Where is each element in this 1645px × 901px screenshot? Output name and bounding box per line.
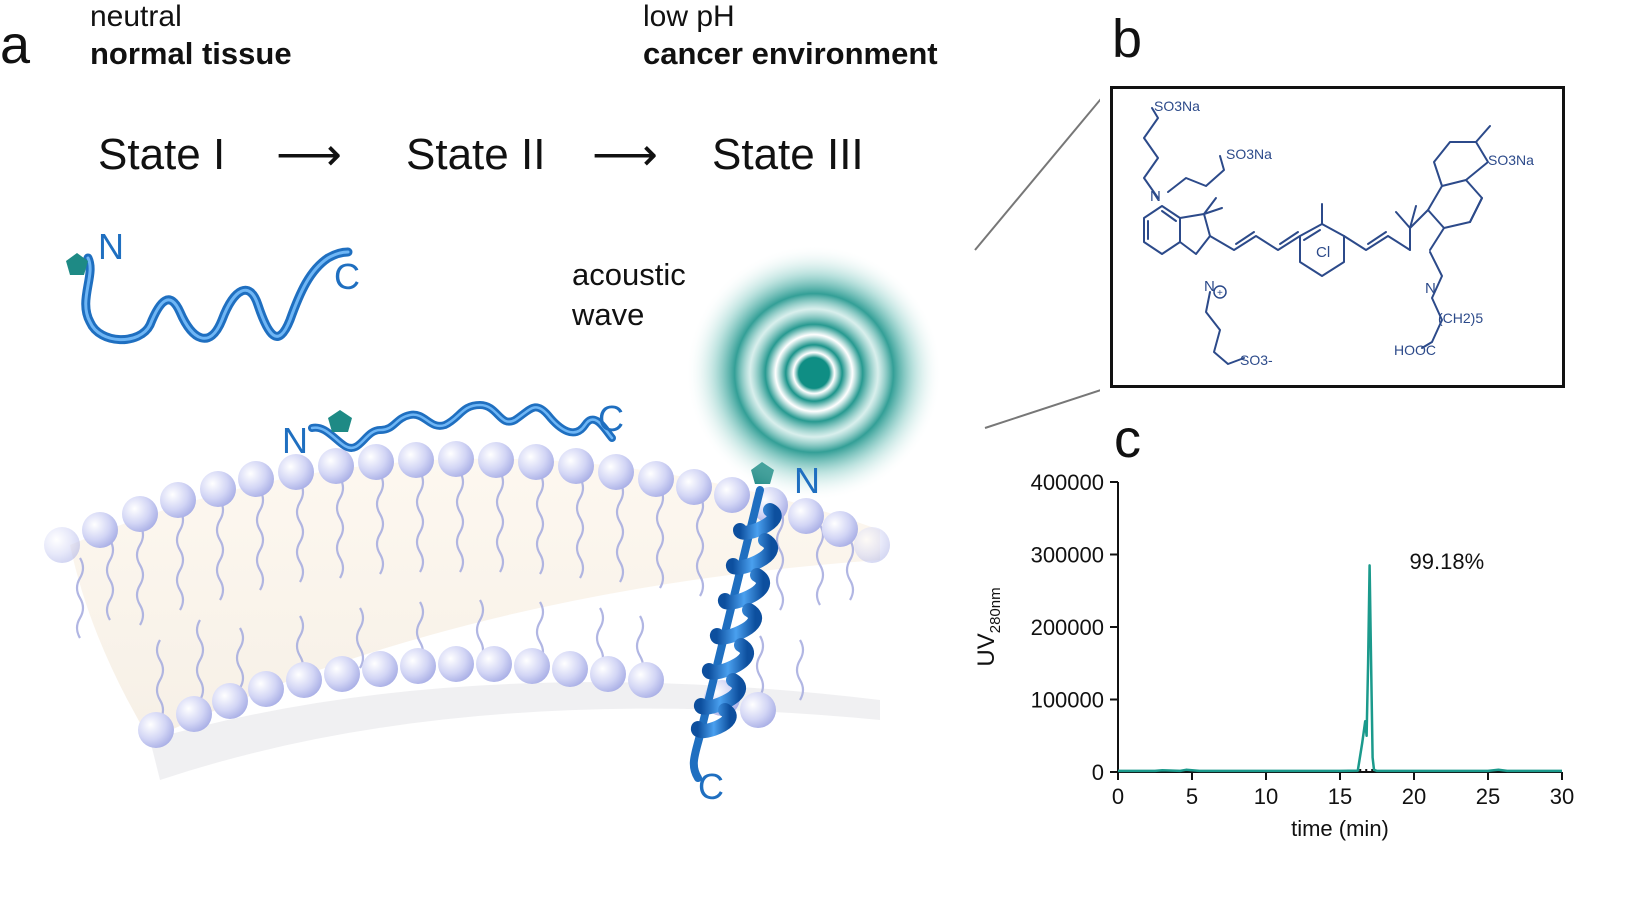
acoustic-label-line2: wave bbox=[572, 297, 645, 332]
lipid-heads-top bbox=[44, 441, 890, 563]
peak-annotation: 99.18% bbox=[1410, 549, 1485, 574]
acoustic-label-line1: acoustic bbox=[572, 257, 686, 292]
n-plus-label: N bbox=[1204, 278, 1215, 295]
x-tick-label: 10 bbox=[1254, 784, 1278, 809]
zoom-line-bottom bbox=[984, 389, 1100, 429]
y-tick-label: 400000 bbox=[1031, 470, 1104, 495]
n-right-label: N bbox=[1425, 280, 1436, 297]
low-ph-label: low pH bbox=[643, 0, 735, 33]
state1-c-terminus: C bbox=[334, 256, 360, 297]
so3na-label-2: SO3Na bbox=[1226, 146, 1272, 162]
y-axis-label: UV280nm bbox=[973, 587, 1004, 666]
state2-c-terminus: C bbox=[598, 398, 624, 439]
hooc-label: HOOC bbox=[1394, 342, 1436, 358]
state3-helix-turns bbox=[691, 503, 782, 739]
n-plus-charge-ring bbox=[1213, 285, 1227, 299]
x-tick-label: 20 bbox=[1402, 784, 1426, 809]
arrow-1: ⟶ bbox=[276, 128, 342, 180]
x-axis-label: time (min) bbox=[1291, 816, 1389, 841]
panel-b-structure: + bbox=[1110, 86, 1565, 388]
x-tick-label: 25 bbox=[1476, 784, 1500, 809]
zoom-line-top bbox=[974, 98, 1100, 251]
state-2-label: State II bbox=[406, 130, 546, 179]
state1-n-terminus: N bbox=[98, 226, 124, 267]
y-axis-label-subscript: 280nm bbox=[987, 587, 1004, 633]
state-1-label: State I bbox=[98, 130, 226, 179]
state2-tag-pentagon bbox=[328, 410, 352, 432]
svg-text:+: + bbox=[1217, 288, 1223, 299]
arrow-2: ⟶ bbox=[592, 128, 658, 180]
state3-n-terminus: N bbox=[794, 460, 820, 501]
so3na-label-1: SO3Na bbox=[1154, 98, 1200, 114]
x-tick-label: 30 bbox=[1550, 784, 1574, 809]
chart-ticks: 0 100000 200000 300000 400000 0 5 10 15 20 25 30 bbox=[1031, 470, 1575, 809]
chart-labels: 99.18% time (min) UV280nm bbox=[973, 549, 1484, 841]
y-tick-label: 200000 bbox=[1031, 615, 1104, 640]
y-tick-label: 0 bbox=[1092, 760, 1104, 785]
x-tick-label: 15 bbox=[1328, 784, 1352, 809]
state1-tag-pentagon bbox=[66, 253, 88, 275]
molecule-bonds bbox=[1143, 107, 1491, 365]
lipid-tails bbox=[75, 471, 855, 721]
state1-peptide bbox=[81, 247, 353, 345]
so3na-label-3: SO3Na bbox=[1488, 152, 1534, 168]
panel-a-illustration bbox=[44, 98, 1100, 782]
y-axis-label-main: UV bbox=[973, 633, 1000, 666]
state-3-label: State III bbox=[712, 130, 864, 179]
cl-label: Cl bbox=[1316, 244, 1331, 261]
y-tick-label: 100000 bbox=[1031, 688, 1104, 713]
n-amine-label: N bbox=[1150, 188, 1161, 205]
so3-minus-label: SO3- bbox=[1240, 352, 1273, 368]
x-tick-label: 5 bbox=[1186, 784, 1198, 809]
structure-frame bbox=[1110, 86, 1565, 388]
chart-series bbox=[1118, 564, 1562, 773]
panel-a-letter: a bbox=[0, 15, 31, 75]
ch2-5-label: (CH2)5 bbox=[1438, 310, 1484, 326]
cancer-environment-label: cancer environment bbox=[643, 36, 938, 71]
normal-tissue-label: normal tissue bbox=[90, 36, 292, 71]
y-tick-label: 300000 bbox=[1031, 543, 1104, 568]
chart-axes bbox=[1117, 482, 1562, 773]
series-line-0 bbox=[1118, 564, 1562, 773]
panel-b-letter: b bbox=[1112, 9, 1143, 69]
membrane-core bbox=[70, 458, 880, 740]
neutral-label: neutral bbox=[90, 0, 182, 33]
state2-n-terminus: N bbox=[282, 420, 308, 461]
panel-c-letter: c bbox=[1114, 409, 1141, 469]
state3-c-terminus: C bbox=[698, 766, 724, 807]
x-tick-label: 0 bbox=[1112, 784, 1124, 809]
hplc-chart: 0 100000 200000 300000 400000 0 5 10 15 20 25 30 99… bbox=[973, 470, 1575, 841]
